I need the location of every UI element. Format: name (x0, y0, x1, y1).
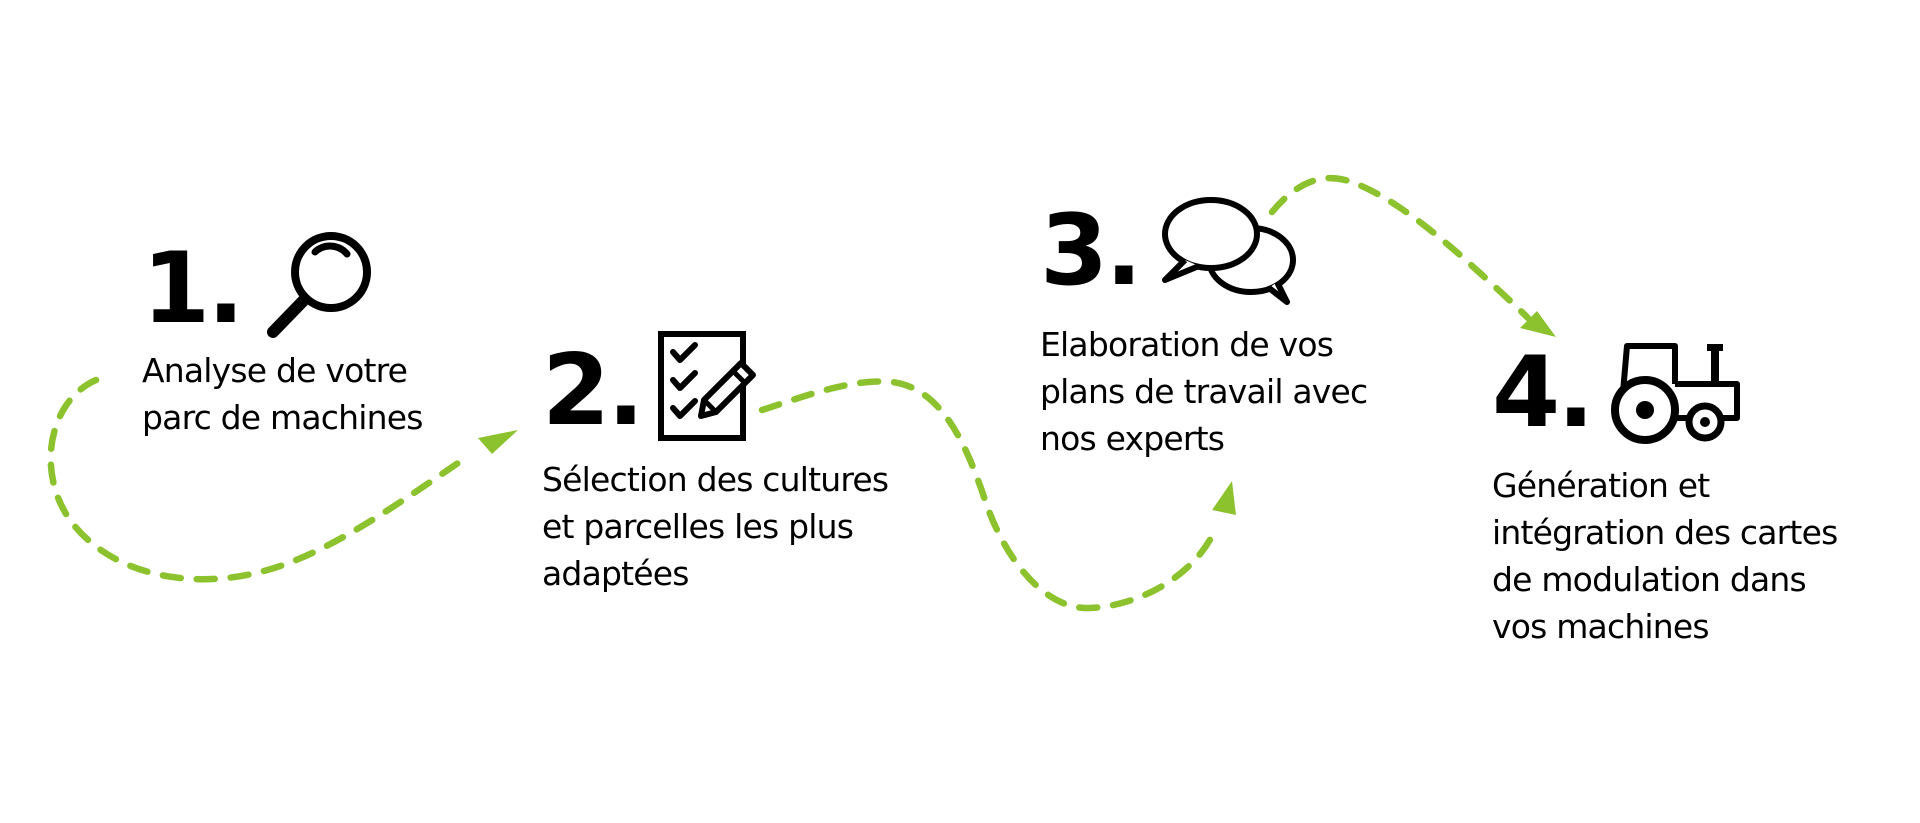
arrowhead-to-step-3 (1212, 481, 1236, 515)
step-1-description: Analyse de votre parc de machines (142, 347, 423, 441)
step-4-number: 4. (1492, 336, 1594, 450)
chat-bubbles-icon (1162, 197, 1297, 305)
step-3-line-3: nos experts (1040, 419, 1225, 458)
step-1: 1. Analyse de votre parc de machines (142, 230, 423, 441)
step-2: 2. Sélection des cultures et parcelles l… (542, 330, 889, 597)
step-3: 3. Elaboration de vos plans de travail a… (1040, 194, 1368, 462)
step-4: 4. Génération et intégration des cartes … (1492, 340, 1838, 650)
step-1-header: 1. (142, 230, 423, 340)
step-4-line-4: vos machines (1492, 607, 1710, 646)
step-1-number: 1. (142, 232, 244, 346)
step-4-line-2: intégration des cartes (1492, 513, 1838, 552)
step-3-number: 3. (1040, 194, 1142, 308)
step-2-line-2: et parcelles les plus (542, 507, 854, 546)
step-1-line-2: parc de machines (142, 398, 423, 437)
step-3-description: Elaboration de vos plans de travail avec… (1040, 321, 1368, 462)
connector-2-to-3 (758, 378, 1219, 612)
arrowhead-to-step-2 (478, 430, 518, 454)
step-4-line-3: de modulation dans (1492, 560, 1807, 599)
step-2-number: 2. (542, 334, 644, 448)
step-4-header: 4. (1492, 340, 1837, 444)
magnifier-icon (267, 232, 372, 338)
step-1-line-1: Analyse de votre (142, 351, 408, 390)
step-2-line-3: adaptées (542, 554, 689, 593)
step-2-line-1: Sélection des cultures (542, 460, 889, 499)
step-3-line-1: Elaboration de vos (1040, 325, 1334, 364)
step-2-description: Sélection des cultures et parcelles les … (542, 456, 889, 597)
connector-1-to-2 (47, 376, 474, 583)
step-4-line-1: Génération et (1492, 466, 1710, 505)
arrowhead-to-step-4 (1520, 311, 1556, 337)
step-3-header: 3. (1040, 194, 1367, 308)
step-3-line-2: plans de travail avec (1040, 372, 1368, 411)
step-4-description: Génération et intégration des cartes de … (1492, 462, 1838, 650)
tractor-icon (1611, 343, 1741, 444)
checklist-pencil-icon (658, 331, 757, 441)
step-2-header: 2. (542, 330, 888, 442)
connector-3-to-4 (1268, 174, 1532, 322)
